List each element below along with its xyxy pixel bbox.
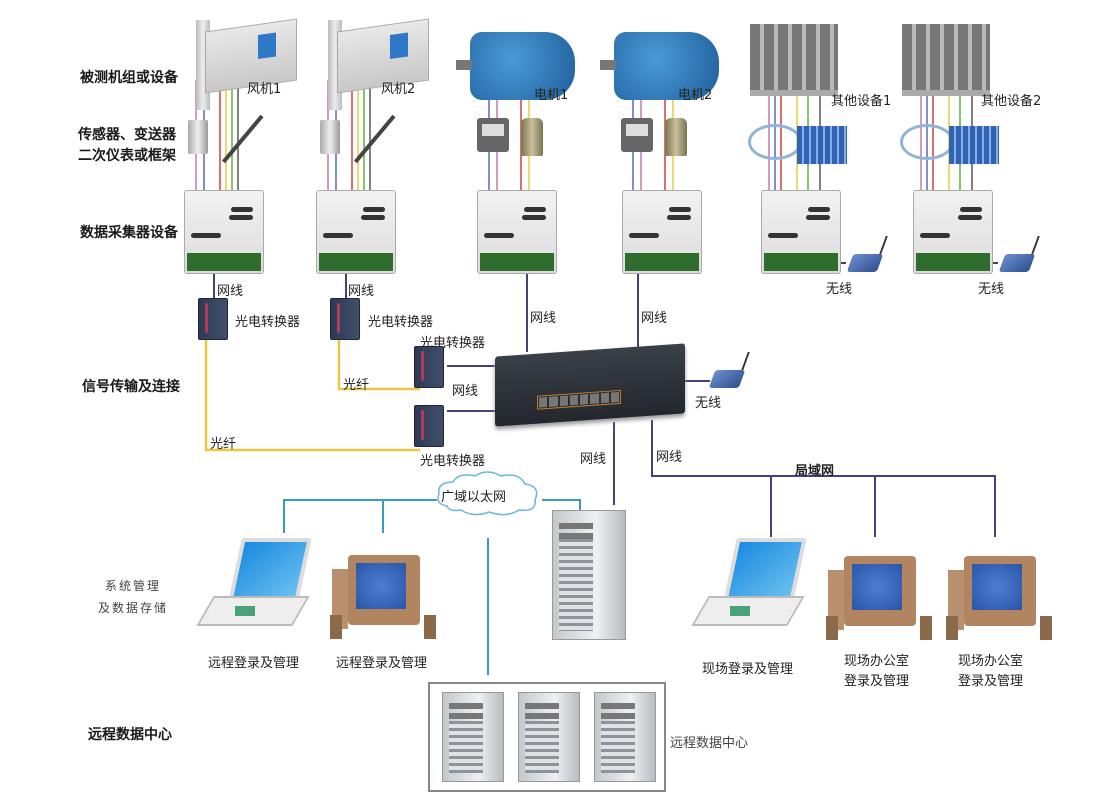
network-cables [213,262,998,537]
wireless-label: 无线 [695,396,722,411]
row-label-signal: 信号传输及连接 [82,379,180,395]
motor1-label: 电机1 [534,88,569,103]
motor2-label: 电机2 [678,88,713,103]
converter-label: 光电转换器 [368,315,434,330]
wireless-label: 无线 [826,282,853,297]
office2-label-1: 现场办公室 [958,654,1024,669]
cable-label: 网线 [217,284,244,299]
other2-label: 其他设备2 [981,94,1042,109]
accelerometer-icon [320,120,340,154]
cable-label: 网线 [348,284,375,299]
cable-label: 网线 [530,311,557,326]
office1-label: 现场办公室 登录及管理 [844,652,909,692]
datacenter-box [428,682,666,792]
laptop-icon [691,538,810,628]
cable-label: 网线 [580,452,607,467]
other-equipment-icon [902,24,990,96]
row-label-system-mgmt-2: 及数据存储 [98,601,169,615]
data-collector-icon [316,190,396,274]
fiber-label: 光纤 [343,378,370,393]
data-collector-icon [622,190,702,274]
fiber-converter-icon [414,405,444,447]
fiber-converter-icon [198,298,228,340]
datacenter-label: 远程数据中心 [670,736,749,751]
office2-label: 现场办公室 登录及管理 [958,652,1023,692]
row-label-system-mgmt: 系统管理 及数据存储 [98,575,168,619]
cable-label: 网线 [656,450,683,465]
cable-label: 网线 [452,384,479,399]
fiber-cables [204,340,420,452]
fiber-converter-icon [330,298,360,340]
turbine1-label: 风机1 [247,82,282,97]
server-icon [442,692,504,782]
wireless-label: 无线 [978,282,1005,297]
cylinder-sensor-icon [521,118,543,156]
other-equipment-icon [750,24,838,96]
server-icon [594,692,656,782]
remote-terminal-label: 远程登录及管理 [208,656,300,671]
instrument-rack-icon [949,126,999,164]
row-label-remote-dc: 远程数据中心 [88,727,172,743]
coil-sensor-icon [900,124,954,160]
main-server-icon [552,510,626,640]
fiber-label: 光纤 [210,437,237,452]
remote-terminal-label: 远程登录及管理 [336,656,428,671]
turbine2-label: 风机2 [381,82,416,97]
cylinder-sensor-icon [665,118,687,156]
data-collector-icon [184,190,264,274]
office1-label-1: 现场办公室 [844,654,910,669]
data-collector-icon [913,190,993,274]
network-switch-icon [495,343,685,427]
wan-lines [283,499,581,675]
transducer-icon [477,118,509,152]
coil-sensor-icon [748,124,802,160]
office1-label-2: 登录及管理 [844,674,910,689]
row-label-system-mgmt-1: 系统管理 [105,579,162,593]
motor-icon [600,32,719,100]
fiber-converter-icon [414,346,444,388]
instrument-rack-icon [797,126,847,164]
motor-icon [456,32,575,100]
accelerometer-icon [188,120,208,154]
converter-label: 光电转换器 [420,454,486,469]
converter-label: 光电转换器 [235,315,301,330]
cable-label: 网线 [641,311,668,326]
transducer-icon [621,118,653,152]
wan-label: 广域以太网 [441,490,507,505]
row-label-tested-equipment: 被测机组或设备 [80,70,178,86]
row-label-sensors-1: 传感器、变送器 [78,127,176,143]
lan-label: 局域网 [795,464,835,479]
row-label-sensors-2: 二次仪表或框架 [78,148,176,164]
data-collector-icon [477,190,557,274]
server-icon [518,692,580,782]
data-collector-icon [761,190,841,274]
desktop-computer-icon [330,555,440,645]
laptop-icon [196,538,315,628]
other1-label: 其他设备1 [831,94,892,109]
desktop-computer-icon [946,556,1056,646]
office2-label-2: 登录及管理 [958,674,1024,689]
desktop-computer-icon [826,556,936,646]
sensor-wires [195,60,973,190]
row-label-collector: 数据采集器设备 [80,225,178,241]
wan-cloud-icon [437,471,538,516]
onsite-terminal-label: 现场登录及管理 [702,662,794,677]
